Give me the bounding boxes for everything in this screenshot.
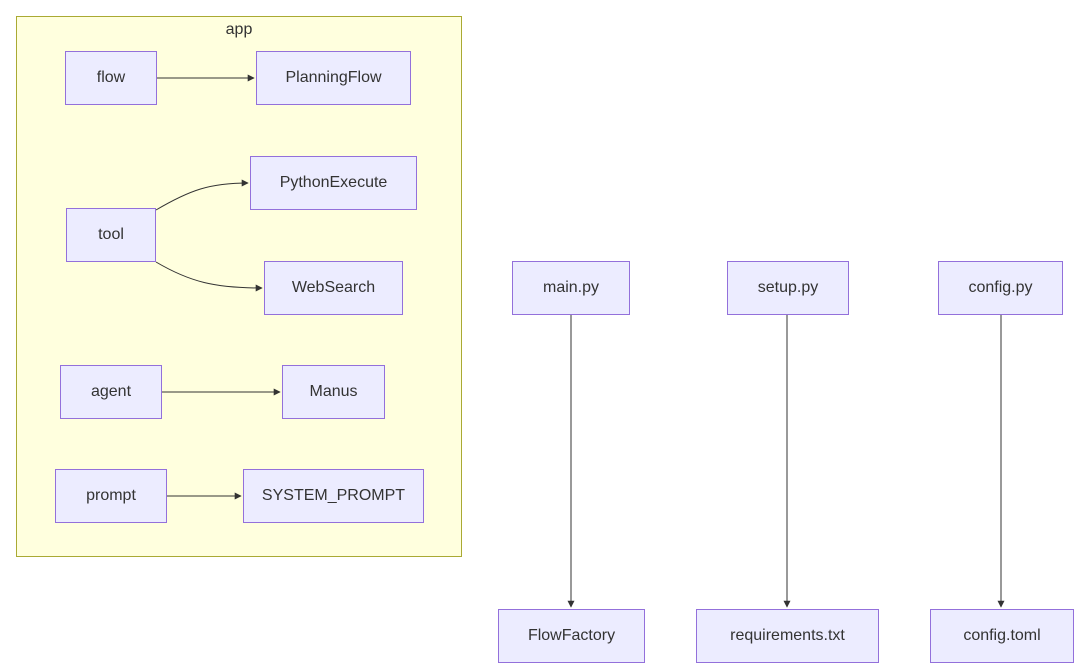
node-setuppy[interactable]: setup.py [727,261,849,315]
node-configpy[interactable]: config.py [938,261,1063,315]
node-websearch[interactable]: WebSearch [264,261,403,315]
node-mainpy[interactable]: main.py [512,261,630,315]
node-systemprompt[interactable]: SYSTEM_PROMPT [243,469,424,523]
cluster-app-label: app [225,21,253,38]
node-prompt[interactable]: prompt [55,469,167,523]
node-manus[interactable]: Manus [282,365,385,419]
node-configtoml[interactable]: config.toml [930,609,1074,663]
node-planningflow[interactable]: PlanningFlow [256,51,411,105]
node-requirementstxt[interactable]: requirements.txt [696,609,879,663]
node-flow[interactable]: flow [65,51,157,105]
node-flowfactory[interactable]: FlowFactory [498,609,645,663]
node-agent[interactable]: agent [60,365,162,419]
node-tool[interactable]: tool [66,208,156,262]
node-pythonexecute[interactable]: PythonExecute [250,156,417,210]
